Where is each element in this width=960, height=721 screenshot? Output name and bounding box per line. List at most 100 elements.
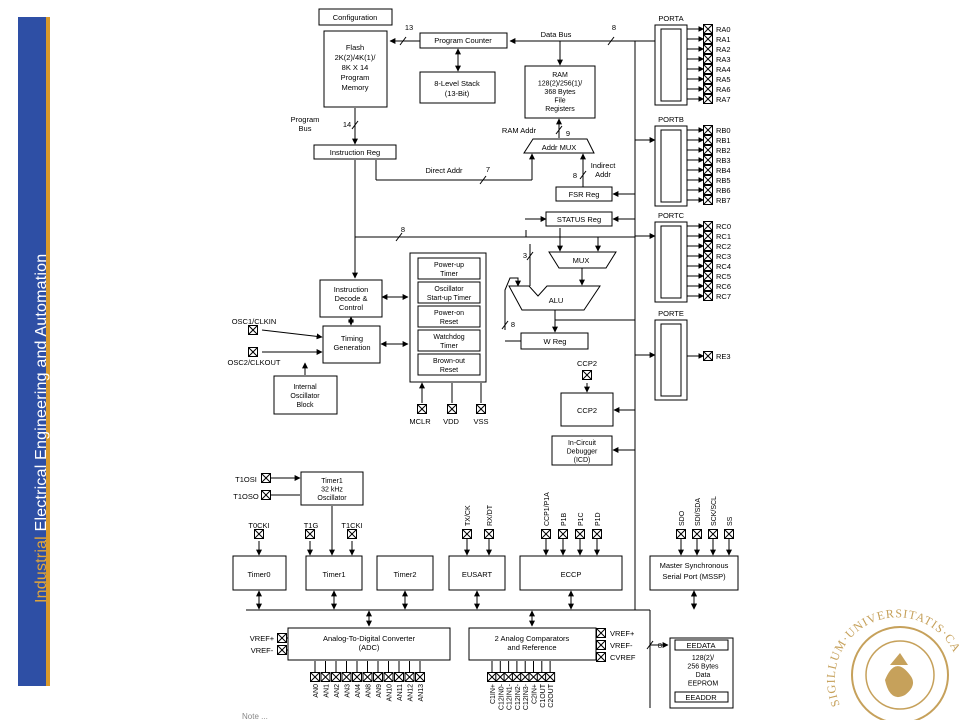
- university-seal-logo: SIGILLUM·UNIVERSITATIS·CAROLINÆ·LUNDENSI…: [815, 585, 960, 720]
- alu-block: [508, 285, 601, 311]
- comp-pin-7: [545, 672, 556, 682]
- eeprom-line: 128(2)/: [692, 655, 714, 662]
- porta-pin-label: RA5: [716, 75, 731, 84]
- addr-mux-block: [523, 138, 595, 154]
- power-block-label: Timer: [440, 343, 458, 350]
- direct-addr-label: Direct Addr: [425, 166, 463, 175]
- t1osi-pin: [261, 473, 271, 483]
- adc-pin-label: AN13: [418, 684, 425, 702]
- mssp-pin-label: SCK/SCL: [711, 496, 718, 526]
- addr-mux-label: Addr MUX: [542, 143, 577, 152]
- instruction-decode-block: [319, 279, 383, 318]
- t1cki-label: T1CKI: [341, 521, 362, 530]
- power-block-label: Start-up Timer: [427, 295, 472, 302]
- porta-pin-label: RA6: [716, 85, 731, 94]
- mclr-pin: [417, 404, 427, 414]
- portc-pin-label: RC7: [716, 292, 731, 301]
- ccp2-block: [560, 392, 614, 427]
- mssp-block: [649, 555, 739, 591]
- timer1-oscillator-block: [300, 471, 364, 506]
- comp-pin-label: C12IN2-: [515, 683, 522, 710]
- ccp2-pin-label: CCP2: [577, 359, 597, 368]
- comp-pin-label: C1OUT: [540, 683, 547, 707]
- arrowhead: [698, 46, 705, 52]
- eccp-pin-label: CCP1/P1A: [544, 492, 551, 526]
- t1g-pin: [305, 529, 315, 539]
- arrowhead: [698, 167, 705, 173]
- power-block-1: [417, 281, 481, 304]
- program-counter-block: [419, 32, 508, 49]
- porta-label: PORTA: [658, 14, 683, 23]
- vss-pin: [476, 404, 486, 414]
- adc-pin-label: AN10: [387, 684, 394, 702]
- timing-generation-block: [322, 325, 381, 364]
- osc2-label: OSC2/CLKOUT: [228, 358, 281, 367]
- comparators-line: and Reference: [507, 643, 556, 652]
- timer0-block: [232, 555, 287, 591]
- arrowhead: [698, 137, 705, 143]
- arrowhead: [698, 177, 705, 183]
- portc-pin-label: RC4: [716, 262, 731, 271]
- adc-pin-label: AN9: [376, 684, 383, 698]
- eusart-pin-0: [462, 529, 472, 539]
- power-block-3: [417, 329, 481, 352]
- eccp-block: [519, 555, 623, 591]
- timing-generation-line: Timing: [341, 334, 363, 343]
- bw-7-label: 7: [486, 165, 490, 174]
- mssp-pin-0: [676, 529, 686, 539]
- cvref-pin: [596, 652, 606, 662]
- arrowhead: [698, 147, 705, 153]
- portb-pin-label: RB1: [716, 136, 731, 145]
- ccp2-label: CCP2: [577, 406, 597, 415]
- t1g-label: T1G: [304, 521, 319, 530]
- flash-memory-block: [323, 30, 388, 108]
- eeprom-line: 256 Bytes: [687, 664, 719, 671]
- instruction-decode-line: Decode &: [335, 294, 368, 303]
- eusart-pin-label: TX/CK: [465, 505, 472, 526]
- bw-3-label: 3: [523, 251, 527, 260]
- instruction-reg-label: Instruction Reg: [330, 148, 380, 157]
- arrowhead: [698, 36, 705, 42]
- stack-block: [419, 71, 496, 104]
- portc-pin-rc7: [703, 291, 713, 301]
- indirect-addr-line: Addr: [595, 170, 611, 179]
- bw-13-label: 13: [405, 23, 413, 32]
- mssp-pin-label: SS: [727, 516, 734, 526]
- eusart-pin-1: [484, 529, 494, 539]
- adc-pin-4: [352, 672, 362, 682]
- comp-pin-1: [495, 672, 506, 682]
- portb-pin-label: RB7: [716, 196, 731, 205]
- ram-line: 128(2)/256(1)/: [538, 81, 582, 88]
- mssp-line: Master Synchronous: [660, 561, 729, 570]
- adc-pin-5: [362, 672, 373, 682]
- portc-pin-rc4: [703, 261, 713, 271]
- status-reg-label: STATUS Reg: [557, 215, 601, 224]
- ram-line: RAM: [552, 72, 568, 79]
- mssp-pin-label: SDI/SDA: [695, 498, 702, 526]
- flash-memory-line: Flash: [346, 43, 364, 52]
- arrowhead: [698, 353, 705, 359]
- osc1-to-timing: [261, 329, 323, 340]
- adc-pin-label: AN12: [408, 684, 415, 702]
- bw-7: [479, 175, 487, 185]
- t0cki-pin: [254, 529, 264, 539]
- arrowhead: [698, 273, 705, 279]
- mssp-line: Serial Port (MSSP): [662, 572, 726, 581]
- bw-9: [555, 125, 563, 135]
- status-reg-block: [545, 211, 613, 227]
- comp-pin-3: [511, 672, 522, 682]
- mssp-pin-3: [724, 529, 734, 539]
- portb-pin-rb4: [703, 165, 713, 175]
- arrowhead: [698, 66, 705, 72]
- vref-minus-comp-label: VREF-: [610, 641, 633, 650]
- portb-pin-label: RB2: [716, 146, 731, 155]
- vref-minus-adc-pin: [277, 645, 287, 655]
- eccp-pin-3: [592, 529, 602, 539]
- adc-pin-label: AN1: [324, 684, 331, 698]
- vref-minus-comp-pin: [596, 640, 606, 650]
- arrowhead: [698, 187, 705, 193]
- adc-pin-label: AN0: [313, 684, 320, 698]
- power-block-label: Reset: [440, 319, 458, 326]
- arrowhead: [698, 293, 705, 299]
- ram-block: [524, 65, 596, 119]
